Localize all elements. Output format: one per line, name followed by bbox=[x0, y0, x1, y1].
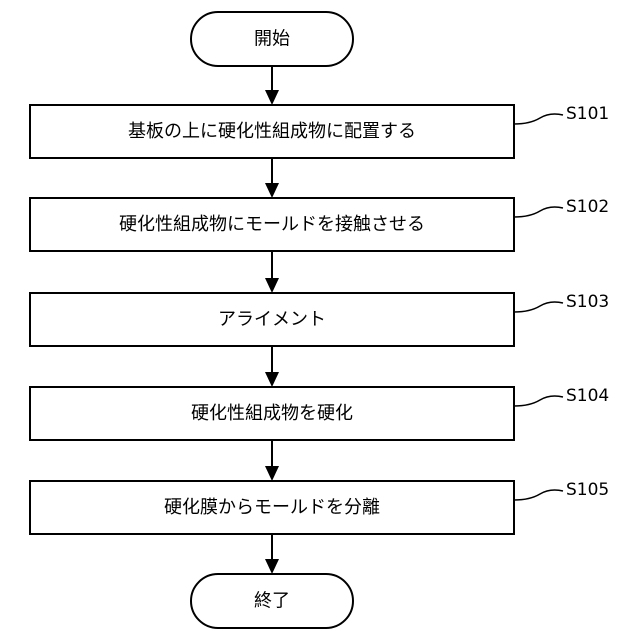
process-label-s104: 硬化性組成物を硬化 bbox=[191, 403, 353, 424]
step-id-s105: S105 bbox=[566, 480, 609, 500]
end-terminal-label: 終了 bbox=[254, 591, 290, 612]
step-id-leader-s101 bbox=[514, 114, 563, 124]
process-step-s103: アライメント S103 bbox=[30, 292, 609, 346]
process-step-s101: 基板の上に硬化性組成物に配置する S101 bbox=[30, 104, 609, 158]
step-id-s102: S102 bbox=[566, 197, 609, 217]
start-terminal: 開始 bbox=[191, 12, 353, 66]
process-label-s102: 硬化性組成物にモールドを接触させる bbox=[119, 214, 425, 235]
process-step-s105: 硬化膜からモールドを分離 S105 bbox=[30, 480, 609, 534]
step-id-s103: S103 bbox=[566, 292, 609, 312]
step-id-s101: S101 bbox=[566, 104, 609, 124]
connector-s104-to-s105 bbox=[265, 440, 279, 481]
process-label-s103: アライメント bbox=[218, 309, 326, 330]
arrowhead bbox=[265, 278, 279, 293]
end-terminal: 終了 bbox=[191, 574, 353, 628]
process-step-s104: 硬化性組成物を硬化 S104 bbox=[30, 386, 609, 440]
arrowhead bbox=[265, 466, 279, 481]
step-id-leader-s105 bbox=[514, 490, 563, 500]
connector-s103-to-s104 bbox=[265, 346, 279, 387]
step-id-leader-s102 bbox=[514, 207, 563, 217]
process-step-s102: 硬化性組成物にモールドを接触させる S102 bbox=[30, 197, 609, 251]
step-id-s104: S104 bbox=[566, 386, 609, 406]
connector-s102-to-s103 bbox=[265, 251, 279, 293]
step-id-leader-s104 bbox=[514, 396, 563, 406]
connector-s105-to-end bbox=[265, 534, 279, 574]
arrowhead bbox=[265, 183, 279, 198]
arrowhead bbox=[265, 559, 279, 574]
connector-start-to-s101 bbox=[265, 66, 279, 105]
step-id-leader-s103 bbox=[514, 302, 563, 312]
arrowhead bbox=[265, 372, 279, 387]
process-label-s101: 基板の上に硬化性組成物に配置する bbox=[128, 121, 416, 142]
start-terminal-label: 開始 bbox=[254, 29, 290, 50]
process-label-s105: 硬化膜からモールドを分離 bbox=[164, 497, 380, 518]
connector-s101-to-s102 bbox=[265, 158, 279, 198]
arrowhead bbox=[265, 90, 279, 105]
